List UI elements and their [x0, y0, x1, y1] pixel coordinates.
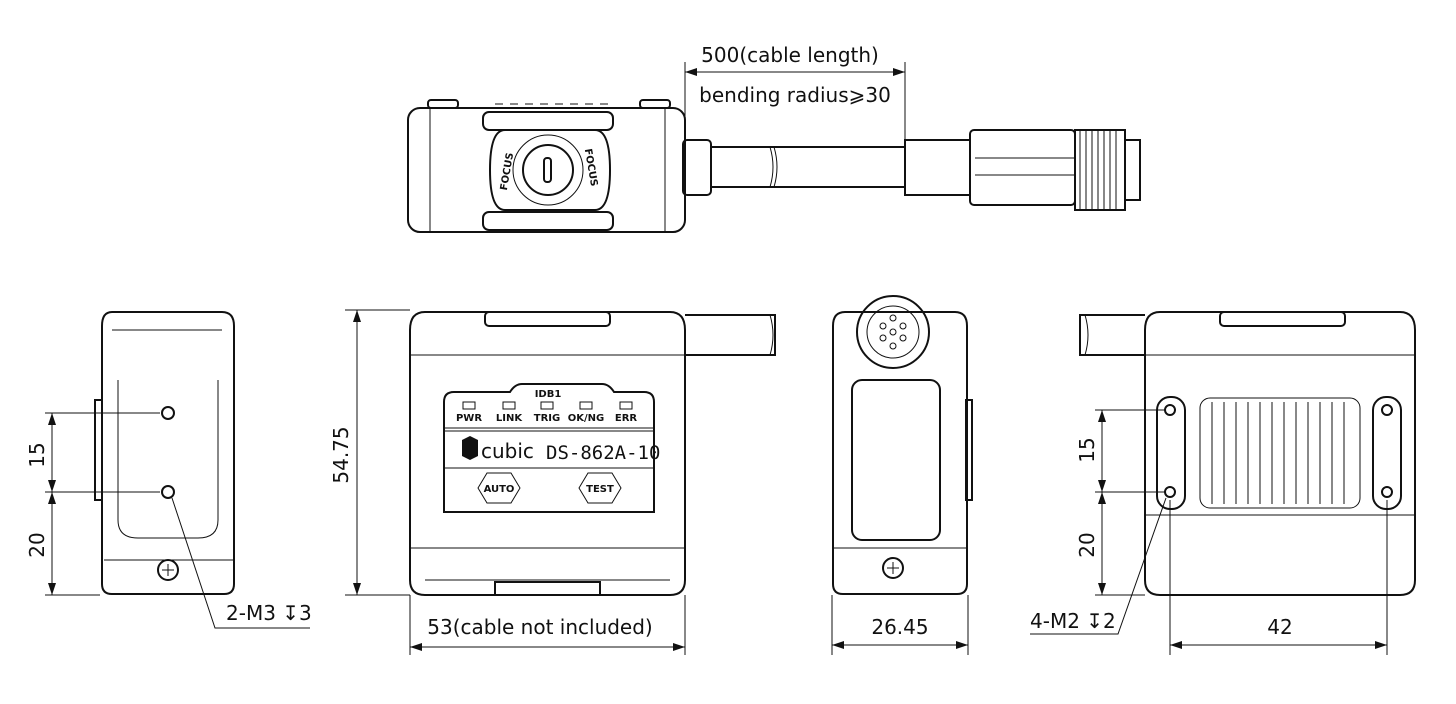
- right-side-view: 15 20 4-M2 ↧2 42: [1030, 311, 1416, 655]
- auto-button[interactable]: AUTO: [477, 472, 521, 504]
- led-err: ERR: [615, 413, 638, 424]
- side-spacing-20: 20: [25, 532, 49, 557]
- cable-length-label: 500(cable length): [701, 43, 879, 67]
- model-tag: IDB1: [535, 389, 562, 400]
- hole-spacing-dimension: 42: [1267, 615, 1292, 639]
- end-view: 26.45: [831, 295, 973, 655]
- depth-dimension: 26.45: [871, 615, 928, 639]
- brand-label: cubic: [481, 439, 534, 463]
- right-hole-spec: 4-M2 ↧2: [1030, 609, 1116, 633]
- left-side-view: 15 20 2-M3 ↧3: [25, 311, 312, 629]
- svg-text:AUTO: AUTO: [484, 484, 515, 495]
- top-view: FOCUS FOCUS: [407, 99, 1141, 233]
- led-ok-ng: OK/NG: [568, 413, 604, 424]
- led-link: LINK: [496, 413, 523, 424]
- svg-text:TEST: TEST: [586, 484, 614, 495]
- width-dimension: 53(cable not included): [427, 615, 653, 639]
- bending-radius-label: bending radius⩾30: [699, 83, 891, 107]
- height-dimension: 54.75: [329, 426, 353, 483]
- model-label: DS-862A-10: [546, 442, 660, 464]
- front-view: IDB1 PWR LINK TRIG OK/NG ERR cubic DS-86…: [329, 309, 776, 655]
- focus-label-right: FOCUS: [582, 148, 599, 187]
- side-spacing-15: 15: [25, 442, 49, 467]
- right-spacing-15: 15: [1075, 437, 1099, 462]
- cable-length-dimension: 500(cable length) bending radius⩾30: [684, 43, 906, 140]
- test-button[interactable]: TEST: [578, 472, 622, 504]
- heat-sink-grille: [1199, 397, 1361, 509]
- left-hole-spec: 2-M3 ↧3: [226, 601, 312, 625]
- led-row: PWR LINK TRIG OK/NG ERR: [456, 401, 638, 424]
- led-pwr: PWR: [456, 413, 482, 424]
- focus-label-left: FOCUS: [499, 152, 516, 191]
- cubic-logo-icon: [462, 436, 478, 460]
- led-trig: TRIG: [534, 413, 560, 424]
- right-spacing-20: 20: [1075, 532, 1099, 557]
